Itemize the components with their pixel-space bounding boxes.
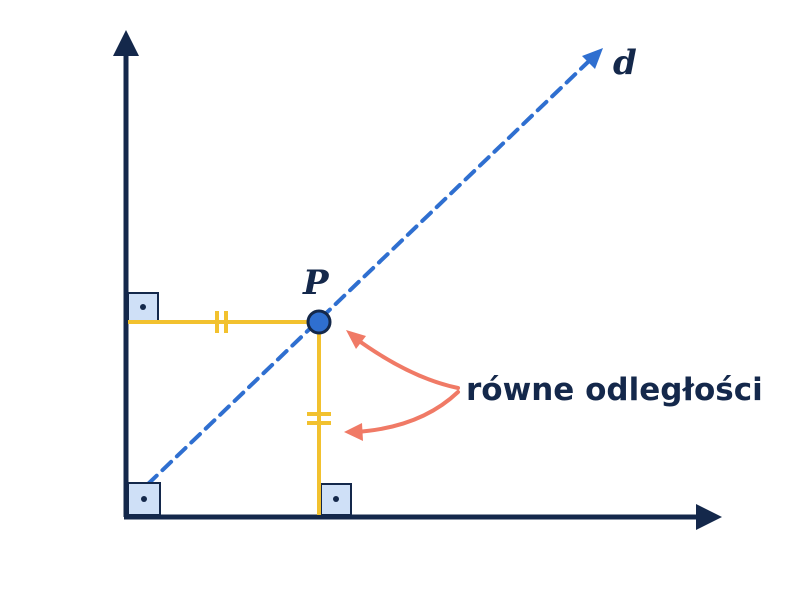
annotation-arrowhead-upper	[346, 330, 366, 349]
vertical-axis-arrowhead	[113, 30, 139, 56]
bisector-arrowhead	[582, 48, 603, 69]
equal-tick-vertical	[307, 412, 331, 425]
horizontal-axis-arrowhead	[696, 504, 722, 530]
annotation-arrow-upper	[353, 336, 460, 390]
right-angle-marker-vertical-foot	[127, 292, 159, 324]
right-angle-marker-horizontal-foot	[320, 483, 352, 516]
bisector-line-d	[146, 60, 590, 486]
equal-tick-horizontal	[215, 311, 228, 333]
line-d-label: d	[613, 43, 637, 83]
annotation-arrow-lower	[353, 390, 460, 434]
annotation-label: równe odległości	[466, 372, 763, 408]
point-p-label: P	[302, 263, 330, 303]
point-p	[306, 309, 332, 335]
annotation-arrowhead-lower	[344, 423, 363, 441]
right-angle-marker-vertex	[127, 482, 161, 516]
annotation-arrows	[353, 336, 460, 434]
